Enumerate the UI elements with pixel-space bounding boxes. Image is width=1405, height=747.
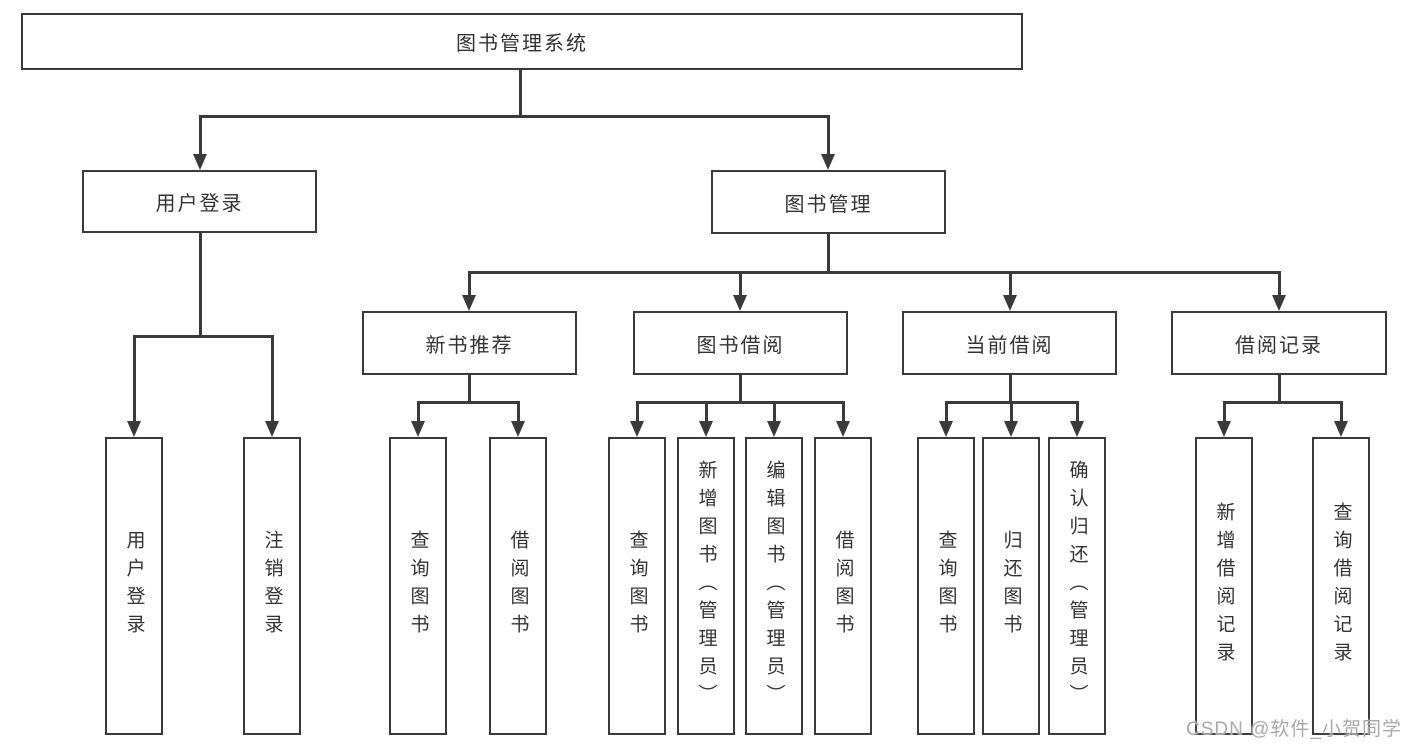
connector-level3-drop (1278, 271, 1281, 297)
connector-root-stem (519, 70, 522, 117)
arrow-down-icon (821, 154, 835, 170)
connector-leaf-drop (705, 401, 708, 422)
leaf-logout-label: 注销登录 (261, 530, 283, 642)
connector-leaf-drop (842, 401, 845, 422)
connector-leaf-drop (773, 401, 776, 422)
leaf-add-books-admin-label: 新增图书（管理员） (695, 460, 717, 712)
leaf-query-books-borrow: 查询图书 (608, 437, 666, 735)
connector-leaf-drop (517, 401, 520, 422)
leaf-query-borrow-record: 查询借阅记录 (1312, 437, 1370, 735)
leaf-return-books-label: 归还图书 (1000, 530, 1022, 642)
leaf-borrow-books-recommend-label: 借阅图书 (507, 530, 529, 642)
connector-leaf-drop (133, 335, 136, 422)
leaf-user-login-label: 用户登录 (123, 530, 145, 642)
connector-level2-bar (199, 115, 830, 118)
connector-level3-drop (468, 271, 471, 297)
node-new-book-recommend: 新书推荐 (362, 311, 577, 375)
node-user-login-label: 用户登录 (155, 193, 244, 215)
connector-leaf-drop (636, 401, 639, 422)
leaf-user-login: 用户登录 (105, 437, 163, 735)
leaf-confirm-return-admin: 确认归还（管理员） (1048, 437, 1106, 735)
watermark: CSDN @软件_小贺同学 (1186, 719, 1402, 740)
connector-group-bar (636, 401, 845, 404)
leaf-query-books-recommend: 查询图书 (389, 437, 447, 735)
leaf-borrow-books-label: 借阅图书 (832, 530, 854, 642)
connector-leaf-drop (1340, 401, 1343, 422)
connector-user-login-stem (199, 233, 202, 338)
connector-leaf-drop (1010, 401, 1013, 422)
arrow-down-icon (193, 154, 207, 170)
connector-leaf-drop (271, 335, 274, 422)
arrow-down-icon (836, 421, 850, 437)
connector-group-bar (417, 401, 520, 404)
node-book-management-label: 图书管理 (784, 193, 873, 216)
arrow-down-icon (1272, 295, 1286, 311)
connector-level3-bar (468, 271, 1281, 274)
arrow-down-icon (1334, 421, 1348, 437)
node-book-management: 图书管理 (711, 170, 946, 234)
arrow-down-icon (1004, 421, 1018, 437)
leaf-query-borrow-record-label: 查询借阅记录 (1330, 502, 1352, 670)
connector-book-management-stem (827, 234, 830, 273)
leaf-borrow-books: 借阅图书 (814, 437, 872, 735)
connector-group-bar (1223, 401, 1343, 404)
arrow-down-icon (699, 421, 713, 437)
connector-group-stem (1278, 375, 1281, 403)
leaf-query-books-borrow-label: 查询图书 (626, 530, 648, 642)
connector-level3-drop (739, 271, 742, 297)
node-user-login: 用户登录 (82, 170, 317, 233)
leaf-add-borrow-record-label: 新增借阅记录 (1213, 502, 1235, 670)
arrow-down-icon (511, 421, 525, 437)
connector-group-stem (1009, 375, 1012, 403)
arrow-down-icon (1070, 421, 1084, 437)
leaf-borrow-books-recommend: 借阅图书 (489, 437, 547, 735)
node-root: 图书管理系统 (21, 13, 1023, 70)
arrow-down-icon (733, 295, 747, 311)
connector-group-stem (468, 375, 471, 403)
node-new-book-recommend-label: 新书推荐 (425, 334, 514, 357)
node-root-label: 图书管理系统 (456, 33, 588, 55)
node-borrow-record-label: 借阅记录 (1235, 334, 1323, 357)
node-book-borrow: 图书借阅 (633, 311, 848, 375)
connector-user-login-drop (199, 115, 202, 156)
arrow-down-icon (1003, 295, 1017, 311)
connector-user-login-bar (133, 335, 274, 338)
node-current-borrow-label: 当前借阅 (965, 334, 1054, 357)
arrow-down-icon (1217, 421, 1231, 437)
connector-book-management-drop (827, 115, 830, 156)
leaf-return-books: 归还图书 (982, 437, 1040, 735)
leaf-query-books-current-label: 查询图书 (935, 530, 957, 642)
connector-level3-drop (1009, 271, 1012, 297)
connector-leaf-drop (1223, 401, 1226, 422)
leaf-edit-books-admin: 编辑图书（管理员） (745, 437, 803, 735)
arrow-down-icon (411, 421, 425, 437)
leaf-confirm-return-admin-label: 确认归还（管理员） (1066, 460, 1088, 712)
leaf-query-books-recommend-label: 查询图书 (407, 530, 429, 642)
node-borrow-record: 借阅记录 (1171, 311, 1387, 375)
connector-group-stem (739, 375, 742, 403)
arrow-down-icon (767, 421, 781, 437)
leaf-add-borrow-record: 新增借阅记录 (1195, 437, 1253, 735)
arrow-down-icon (265, 421, 279, 437)
arrow-down-icon (939, 421, 953, 437)
connector-leaf-drop (1076, 401, 1079, 422)
node-book-borrow-label: 图书借阅 (696, 334, 785, 357)
leaf-logout: 注销登录 (243, 437, 301, 735)
leaf-add-books-admin: 新增图书（管理员） (677, 437, 735, 735)
connector-leaf-drop (945, 401, 948, 422)
arrow-down-icon (127, 421, 141, 437)
arrow-down-icon (630, 421, 644, 437)
connector-leaf-drop (417, 401, 420, 422)
leaf-query-books-current: 查询图书 (917, 437, 975, 735)
arrow-down-icon (462, 295, 476, 311)
leaf-edit-books-admin-label: 编辑图书（管理员） (763, 460, 785, 712)
node-current-borrow: 当前借阅 (902, 311, 1117, 375)
